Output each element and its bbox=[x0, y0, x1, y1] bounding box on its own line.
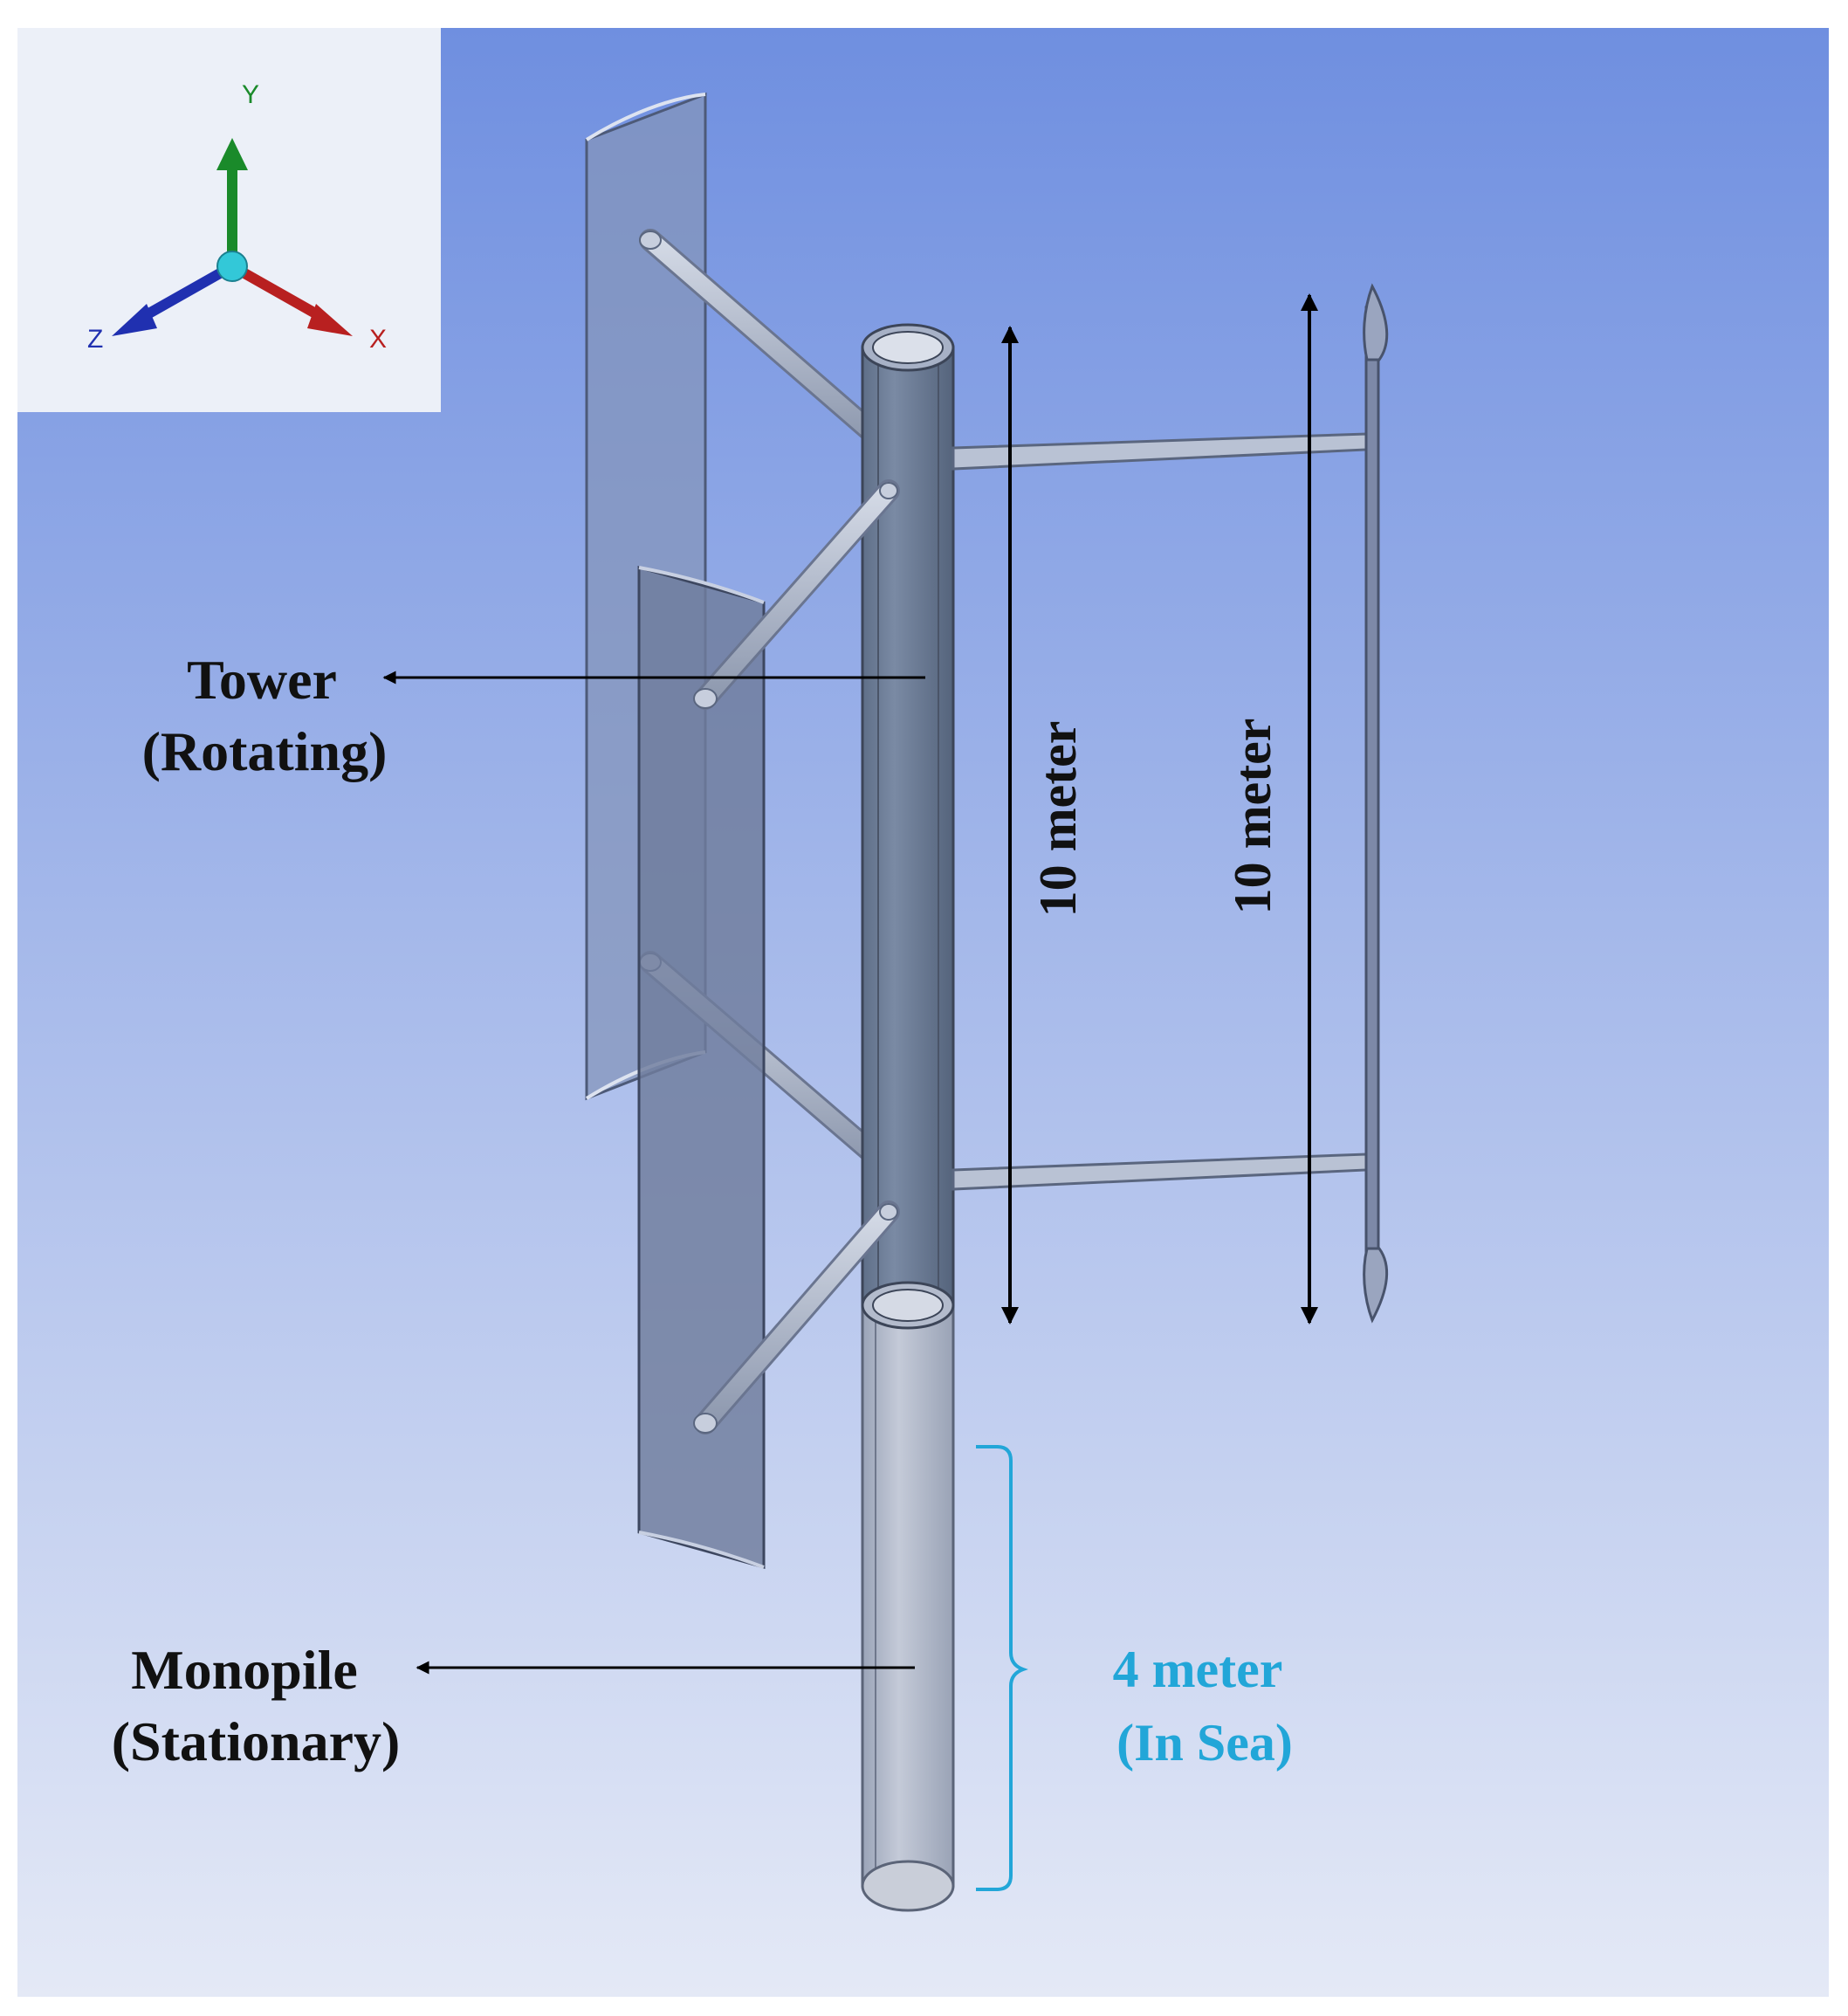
axis-triad[interactable]: Y Z X bbox=[17, 28, 441, 412]
blade-right[interactable] bbox=[1363, 283, 1389, 1324]
sea-depth-brace bbox=[976, 1445, 1028, 1891]
monopile[interactable] bbox=[861, 1304, 955, 1912]
x-axis-arrow-icon bbox=[307, 304, 353, 336]
triad-origin-icon bbox=[216, 251, 248, 282]
arms-front bbox=[693, 432, 1368, 1435]
tower[interactable] bbox=[861, 323, 955, 1330]
sea-depth-label-line1: 4 meter bbox=[1113, 1641, 1283, 1698]
dimension-left-label: 10 meter bbox=[1029, 721, 1087, 918]
tower-label-line2: (Rotating) bbox=[142, 720, 388, 782]
z-axis-shaft bbox=[137, 261, 235, 324]
x-axis-shaft bbox=[230, 261, 327, 324]
monopile-label-line1: Monopile bbox=[131, 1639, 358, 1701]
monopile-label-line2: (Stationary) bbox=[112, 1710, 401, 1772]
blade-front[interactable] bbox=[637, 566, 766, 1569]
y-axis-arrow-icon bbox=[216, 138, 248, 170]
tower-label-line1: Tower bbox=[187, 649, 337, 711]
x-axis-label: X bbox=[369, 325, 387, 354]
z-axis-label: Z bbox=[87, 325, 103, 354]
sea-depth-label-line2: (In Sea) bbox=[1116, 1714, 1293, 1772]
z-axis-arrow-icon bbox=[112, 304, 157, 336]
y-axis-label: Y bbox=[242, 80, 259, 109]
dimension-right-label: 10 meter bbox=[1224, 719, 1281, 915]
